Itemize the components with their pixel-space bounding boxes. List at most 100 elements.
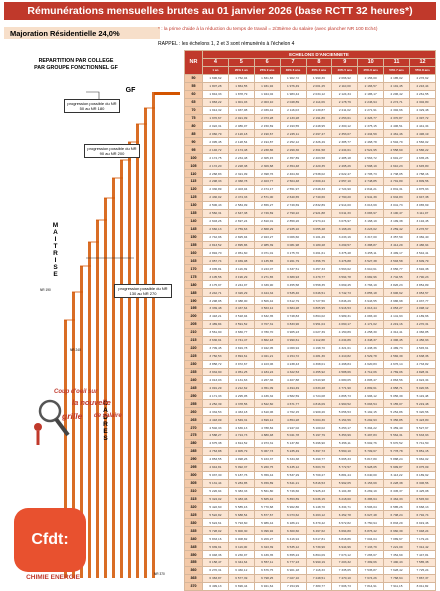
- nr-cell: 90: [184, 137, 203, 147]
- salary-cell: 2 790,22: [279, 208, 307, 218]
- salary-cell: 1 762,04: [227, 73, 255, 83]
- salary-cell: 1 931,92: [253, 81, 281, 91]
- salary-cell: 4 013,44: [357, 304, 385, 313]
- salary-cell: 2 110,00: [331, 81, 359, 91]
- salary-cell: 1 807,28: [202, 81, 229, 91]
- salary-cell: 6 696,44: [227, 581, 255, 591]
- salary-cell: 5 853,89: [279, 494, 307, 504]
- salary-cell: 6 345,37: [383, 486, 410, 496]
- salary-cell: 6 668,13: [409, 502, 436, 512]
- salary-cell: 4 281,36: [305, 351, 333, 361]
- salary-cell: 7 535,87: [357, 565, 385, 575]
- salary-cell: 5 119,48: [409, 391, 436, 401]
- salary-cell: 2 357,89: [279, 153, 307, 163]
- salary-cell: 4 712,06: [357, 367, 385, 377]
- salary-cell: 5 561,80: [253, 486, 281, 496]
- salary-cell: 2 302,66: [383, 105, 410, 115]
- nr-cell: 365: [184, 573, 203, 583]
- salary-cell: 3 594,78: [331, 272, 359, 282]
- salary-cell: 2 844,21: [357, 184, 385, 194]
- salary-cell: 2 914,00: [331, 200, 359, 210]
- salary-cell: 2 261,55: [409, 89, 436, 99]
- salary-cell: 6 218,60: [331, 494, 359, 504]
- salary-cell: 4 438,36: [357, 343, 385, 353]
- salary-cell: 6 944,96: [331, 542, 359, 552]
- salary-cell: 4 502,33: [202, 423, 229, 432]
- salary-cell: 3 388,87: [357, 240, 385, 250]
- salary-cell: 7 814,91: [357, 581, 385, 591]
- nr-cell: 285: [184, 446, 203, 456]
- salary-cell: 2 403,58: [305, 153, 333, 163]
- salary-cell: 3 233,16: [331, 232, 359, 242]
- salary-cell: 2 191,86: [305, 113, 333, 123]
- salary-cell: 2 598,19: [357, 161, 385, 171]
- salary-cell: 3 116,39: [227, 264, 255, 274]
- salary-cell: 2 146,72: [202, 145, 229, 155]
- rappel-note: RAPPEL : les échelons 1, 2 et 3 sont rém…: [158, 41, 295, 47]
- salary-cell: 2 274,71: [383, 97, 410, 107]
- salary-cell: 2 172,20: [202, 161, 229, 171]
- nr-cell: 200: [184, 311, 203, 321]
- salary-cell: 4 238,43: [279, 359, 307, 369]
- salary-cell: 7 447,81: [409, 550, 436, 559]
- salary-cell: 4 321,61: [331, 343, 359, 353]
- salary-cell: 3 858,72: [202, 359, 229, 369]
- salary-cell: 4 960,52: [331, 399, 359, 409]
- salary-cell: 3 196,29: [227, 272, 255, 282]
- nr-cell: 155: [184, 240, 203, 250]
- salary-cell: 5 459,89: [253, 478, 281, 488]
- salary-cell: 3 499,17: [383, 248, 410, 258]
- salary-cell: 6 334,71: [331, 502, 359, 512]
- salary-cell: 2 354,48: [279, 161, 307, 171]
- salary-cell: 2 403,04: [227, 184, 255, 194]
- salary-cell: 5 423,80: [409, 415, 436, 425]
- salary-cell: 2 951,60: [227, 248, 255, 258]
- maitrise-label: MAITRISE: [52, 222, 59, 278]
- salary-cell: 2 749,69: [279, 200, 307, 210]
- salary-cell: 2 216,44: [409, 81, 436, 91]
- salary-cell: 2 268,83: [202, 169, 229, 178]
- salary-cell: 5 067,73: [253, 446, 281, 456]
- salary-cell: 5 100,02: [305, 423, 333, 432]
- salary-cell: 2 461,46: [383, 129, 410, 139]
- echelon-subheader: 35% 4 ans: [305, 65, 333, 75]
- salary-cell: 5 816,53: [305, 478, 333, 488]
- salary-cell: 4 295,05: [227, 391, 255, 401]
- salary-cell: 2 193,55: [279, 121, 307, 131]
- nr-cell: 145: [184, 224, 203, 234]
- salary-cell: 4 763,88: [202, 446, 229, 456]
- salary-cell: 4 436,32: [253, 391, 281, 401]
- salary-cell: 5 770,68: [253, 502, 281, 512]
- salary-cell: 6 270,31: [202, 565, 229, 575]
- salary-cell: 2 120,18: [227, 129, 255, 139]
- salary-cell: 4 021,21: [253, 351, 281, 361]
- salary-cell: 6 379,42: [305, 518, 333, 528]
- coup-line4: de salaire: [94, 413, 122, 419]
- progression-box-2: progression possible du NR 90 au NR 200: [84, 144, 140, 158]
- salary-cell: 4 189,66: [409, 311, 436, 321]
- salary-cell: 4 905,79: [227, 446, 255, 456]
- salary-cell: 6 148,70: [305, 502, 333, 512]
- salary-cell: 4 312,41: [383, 327, 410, 337]
- salary-cell: 6 008,82: [227, 534, 255, 544]
- nr-cell: 235: [184, 367, 203, 377]
- salary-cell: 3 636,91: [202, 335, 229, 345]
- salary-cell: 6 676,75: [253, 565, 281, 575]
- salary-cell: 3 276,57: [409, 224, 436, 234]
- salary-cell: 5 394,22: [357, 423, 385, 432]
- salary-cell: 7 118,33: [305, 565, 333, 575]
- salary-cell: 3 612,79: [279, 296, 307, 305]
- salary-cell: 2 206,42: [383, 89, 410, 99]
- echelon-subheader: 1 an: [202, 65, 229, 75]
- salary-cell: 3 506,42: [253, 296, 281, 305]
- salary-cell: 4 543,98: [305, 375, 333, 385]
- coup-line1: Coup d'oeil sur: [54, 389, 98, 395]
